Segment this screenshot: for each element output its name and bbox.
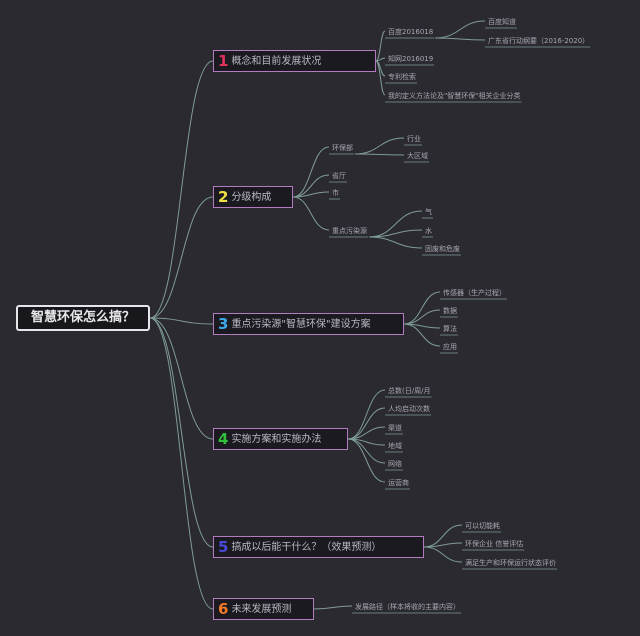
branch-label: 实施方案和实施办法: [231, 433, 322, 445]
connector-1-1-grandchild-1: [435, 20, 486, 39]
branch-number: 4: [218, 429, 229, 448]
connector-branch-4-child-1: [347, 389, 386, 440]
connector-root-branch-1: [149, 60, 214, 319]
leaf-4-5[interactable]: 网络: [388, 460, 402, 468]
leaf-3-3[interactable]: 算法: [443, 325, 457, 333]
branch-number: 3: [218, 314, 229, 333]
connector-branch-5-child-2: [423, 542, 463, 548]
leaf-6-1[interactable]: 发展路径（样本将收的主要内容）: [355, 603, 460, 611]
connector-branch-3-child-4: [403, 323, 441, 347]
leaf-1-1-2[interactable]: 广东省行动纲要（2016-2020）: [488, 37, 590, 45]
leaf-1-2[interactable]: 知网2016019: [388, 55, 434, 63]
leaf-2-1-1[interactable]: 行业: [407, 135, 421, 143]
leaf-4-3[interactable]: 渠道: [388, 424, 402, 432]
leaf-2-3[interactable]: 市: [332, 189, 339, 197]
connector-branch-3-child-2: [403, 309, 441, 325]
connector-2-1-grandchild-1: [354, 137, 405, 155]
leaf-4-2[interactable]: 人均启动次数: [388, 405, 430, 413]
connector-branch-4-child-2: [347, 407, 386, 440]
connector-branch-1-child-1: [375, 30, 386, 62]
leaf-4-4[interactable]: 地域: [388, 442, 402, 450]
leaf-4-1[interactable]: 总数(日/周/月: [388, 387, 431, 395]
leaf-2-4-2[interactable]: 水: [425, 227, 432, 235]
branch-number: 2: [218, 187, 229, 206]
leaf-3-2[interactable]: 数据: [443, 307, 457, 315]
connector-branch-2-child-4: [292, 196, 330, 231]
connector-branch-1-child-4: [375, 60, 386, 96]
leaf-3-4[interactable]: 应用: [443, 343, 457, 351]
connector-branch-5-child-1: [423, 524, 463, 548]
connector-branch-2-child-3: [292, 191, 330, 198]
branch-number: 6: [218, 599, 229, 618]
branch-label: 分级构成: [231, 191, 272, 203]
leaf-1-1-1[interactable]: 百度知道: [488, 18, 516, 26]
leaf-5-2[interactable]: 环保企业 信誉评估: [465, 540, 524, 548]
connector-branch-2-child-1: [292, 146, 330, 198]
leaf-3-1[interactable]: 传感器（生产过程）: [443, 289, 506, 297]
connector-branch-3-child-1: [403, 291, 441, 325]
connector-branch-2-child-2: [292, 174, 330, 198]
connector-root-branch-6: [149, 317, 214, 610]
leaf-2-4-3[interactable]: 固废和危废: [425, 245, 460, 253]
branch-label: 概念和目前发展状况: [231, 55, 322, 67]
connector-root-branch-4: [149, 317, 214, 440]
leaf-2-1[interactable]: 环保部: [332, 144, 353, 152]
root-topic[interactable]: 智慧环保怎么搞？: [16, 305, 150, 331]
leaf-1-3[interactable]: 专利检索: [388, 73, 416, 81]
branch-label: 搞成以后能干什么？（效果预测）: [231, 541, 382, 553]
connector-root-branch-2: [149, 196, 214, 319]
leaf-2-2[interactable]: 省厅: [332, 172, 346, 180]
connector-branch-5-child-3: [423, 546, 463, 563]
branch-number: 1: [218, 51, 229, 70]
leaf-1-4[interactable]: 我的定义方法论及"智慧环保"相关企业分类: [388, 92, 521, 100]
leaf-2-4-1[interactable]: 气: [425, 208, 432, 216]
connector-2-4-grandchild-3: [368, 236, 423, 249]
branch-number: 5: [218, 537, 229, 556]
connector-2-1-grandchild-2: [354, 153, 405, 156]
connector-2-4-grandchild-1: [368, 210, 423, 238]
connector-branch-4-child-6: [347, 438, 386, 483]
branch-label: 重点污染源"智慧环保"建设方案: [231, 318, 371, 330]
connector-root-branch-3: [149, 317, 214, 325]
leaf-5-1[interactable]: 可以切能耗: [465, 522, 500, 530]
leaf-2-1-2[interactable]: 大区域: [407, 152, 428, 160]
connector-branch-6-child-1: [313, 605, 353, 610]
leaf-4-6[interactable]: 运营商: [388, 479, 409, 487]
leaf-2-4[interactable]: 重点污染源: [332, 227, 367, 235]
connector-root-branch-5: [149, 317, 214, 548]
branch-label: 未来发展预测: [231, 603, 292, 615]
leaf-5-3[interactable]: 满足生产和环保运行状态评价: [465, 559, 556, 567]
connector-1-1-grandchild-2: [435, 37, 486, 41]
leaf-1-1[interactable]: 百度2016018: [388, 28, 434, 36]
